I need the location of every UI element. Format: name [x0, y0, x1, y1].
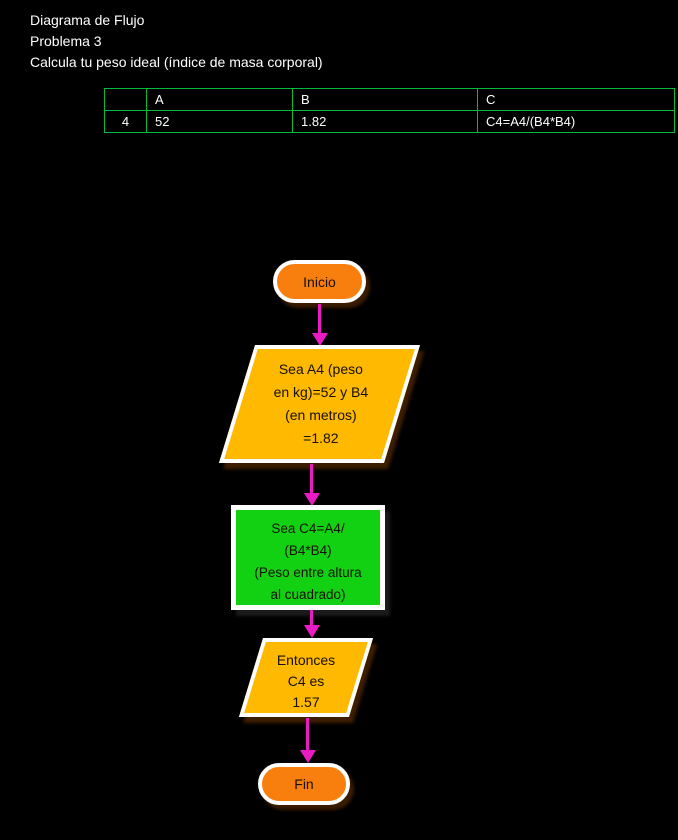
output-line-1: Entonces	[276, 652, 336, 668]
process-line-1: Sea C4=A4/	[271, 521, 345, 536]
process-line-3: (Peso entre altura	[254, 565, 362, 580]
flow-arrow-1-line	[318, 304, 321, 333]
output-line-2: C4 es	[287, 673, 325, 689]
input-line-2: en kg)=52 y B4	[273, 384, 369, 400]
title-line-2: Problema 3	[30, 33, 102, 49]
flowchart-node-start: Inicio	[273, 260, 366, 303]
table-row: 4 52 1.82 C4=A4/(B4*B4)	[104, 110, 675, 133]
flow-arrow-2-arrowhead-icon	[304, 493, 320, 506]
flow-arrow-4-arrowhead-icon	[300, 750, 316, 763]
flow-arrow-4-line	[306, 718, 309, 750]
cell-c4: C4=A4/(B4*B4)	[477, 110, 675, 133]
flowchart-node-process: Sea C4=A4/ (B4*B4) (Peso entre altura al…	[231, 505, 385, 610]
flow-arrow-1-arrowhead-icon	[312, 333, 328, 346]
flowchart-node-output: Entonces C4 es 1.57	[238, 638, 374, 717]
process-node-text: Sea C4=A4/ (B4*B4) (Peso entre altura al…	[236, 510, 380, 606]
table-header-row: A B C	[104, 88, 675, 111]
column-header-b: B	[292, 88, 478, 111]
column-header-c: C	[477, 88, 675, 111]
flowchart-node-end: Fin	[258, 763, 350, 805]
cell-b4: 1.82	[292, 110, 478, 133]
flowchart-node-input: Sea A4 (peso en kg)=52 y B4 (en metros) …	[218, 345, 421, 463]
flow-arrow-2-line	[310, 464, 313, 493]
title-line-3: Calcula tu peso ideal (índice de masa co…	[30, 54, 323, 70]
spreadsheet-table: A B C 4 52 1.82 C4=A4/(B4*B4)	[104, 88, 675, 133]
start-label: Inicio	[303, 273, 336, 290]
input-node-text: Sea A4 (peso en kg)=52 y B4 (en metros) …	[242, 349, 399, 450]
corner-header-cell	[104, 88, 147, 111]
input-line-4: =1.82	[303, 430, 339, 446]
cell-a4: 52	[146, 110, 293, 133]
end-label: Fin	[294, 776, 314, 792]
process-line-2: (B4*B4)	[284, 543, 332, 558]
flow-arrow-3-line	[310, 610, 313, 625]
input-line-3: (en metros)	[285, 407, 357, 423]
column-header-a: A	[146, 88, 293, 111]
slide-header: Diagrama de Flujo Problema 3 Calcula tu …	[30, 10, 323, 73]
output-node-text: Entonces C4 es 1.57	[255, 642, 357, 713]
input-line-1: Sea A4 (peso	[278, 361, 363, 377]
output-line-3: 1.57	[292, 694, 320, 710]
title-line-1: Diagrama de Flujo	[30, 12, 145, 28]
flow-arrow-3-arrowhead-icon	[304, 625, 320, 638]
row-label-cell: 4	[104, 110, 147, 133]
process-line-4: al cuadrado)	[270, 587, 346, 602]
